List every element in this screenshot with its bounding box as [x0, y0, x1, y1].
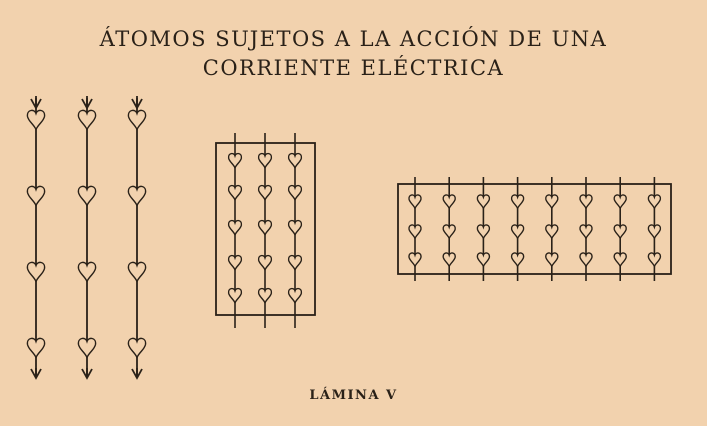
atom-heart	[613, 224, 627, 241]
atom-heart	[227, 184, 243, 202]
atom-heart	[545, 252, 559, 269]
atom-heart	[510, 194, 525, 211]
atom-heart	[408, 252, 422, 269]
atom-heart	[613, 252, 627, 269]
atom-heart	[579, 224, 593, 241]
atom-heart	[127, 109, 147, 132]
atom-heart	[476, 224, 491, 241]
arrow-down-icon	[131, 98, 143, 110]
atom-heart	[257, 254, 273, 272]
plate-caption: LÁMINA V	[309, 388, 398, 403]
atom-heart	[287, 184, 303, 202]
atom-heart	[257, 184, 273, 202]
atom-heart	[257, 152, 273, 170]
atom-heart	[26, 109, 46, 132]
atom-heart	[510, 252, 525, 269]
atom-heart	[442, 252, 456, 269]
arrow-down-icon	[30, 368, 42, 380]
plate-title-line-1: ÁTOMOS SUJETOS A LA ACCIÓN DE UNA	[99, 27, 608, 51]
horizontal-block-frame	[397, 183, 672, 275]
atom-heart	[127, 261, 147, 284]
atom-heart	[510, 224, 525, 241]
atom-heart	[287, 152, 303, 170]
atom-heart	[77, 109, 97, 132]
atom-heart	[26, 185, 46, 208]
plate-title-line-2: CORRIENTE ELÉCTRICA	[202, 56, 505, 80]
atom-heart	[287, 254, 303, 272]
atom-heart	[26, 337, 46, 360]
atom-heart	[227, 287, 243, 305]
atom-heart	[545, 194, 559, 211]
atom-heart	[613, 194, 627, 211]
atom-heart	[77, 185, 97, 208]
atom-heart	[647, 224, 662, 241]
atom-heart	[579, 194, 593, 211]
atom-heart	[476, 194, 491, 211]
atom-heart	[647, 252, 662, 269]
atom-heart	[26, 261, 46, 284]
atom-heart	[442, 224, 456, 241]
atom-heart	[647, 194, 662, 211]
atom-heart	[77, 261, 97, 284]
atom-heart	[257, 287, 273, 305]
atom-heart	[408, 194, 422, 211]
arrow-down-icon	[81, 98, 93, 110]
atom-heart	[476, 252, 491, 269]
atom-heart	[287, 287, 303, 305]
atom-heart	[257, 219, 273, 237]
atom-heart	[77, 337, 97, 360]
atom-heart	[227, 219, 243, 237]
atom-heart	[545, 224, 559, 241]
atom-heart	[287, 219, 303, 237]
arrow-down-icon	[131, 368, 143, 380]
arrow-down-icon	[81, 368, 93, 380]
atom-heart	[227, 254, 243, 272]
atom-heart	[127, 185, 147, 208]
atom-heart	[127, 337, 147, 360]
atom-heart	[442, 194, 456, 211]
atom-heart	[408, 224, 422, 241]
arrow-down-icon	[30, 98, 42, 110]
atom-heart	[227, 152, 243, 170]
atom-heart	[579, 252, 593, 269]
